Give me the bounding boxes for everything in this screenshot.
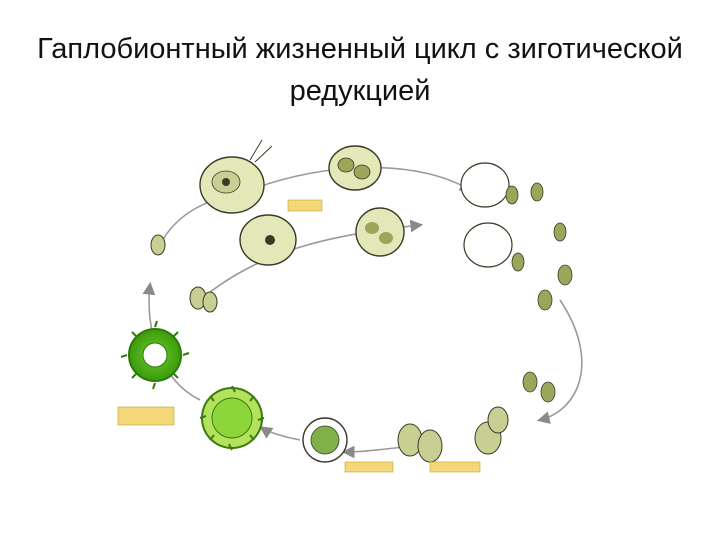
cycle-arrow-right (536, 299, 583, 424)
slide-title-line-2: редукцией (289, 75, 431, 107)
zygote (302, 417, 348, 463)
dividing-cell-top (328, 145, 382, 191)
label-box-bottom-mid (344, 461, 394, 473)
label-boxes (117, 199, 481, 473)
slide-title-line-1: Гаплобионтный жизненный цикл с зиготичес… (37, 33, 683, 65)
meiosis-zygote (120, 320, 190, 390)
vegetative-cell-top-left (199, 139, 273, 214)
label-box-top (287, 199, 323, 212)
slide-title: Гаплобионтный жизненный цикл с зиготичес… (0, 28, 720, 112)
mature-zygote (199, 385, 265, 451)
label-box-bottom-right (429, 461, 481, 473)
dividing-cell-mid (355, 207, 405, 257)
fusing-gametes (397, 406, 509, 463)
zoospores-left (150, 234, 218, 313)
gamete-release-upper (460, 162, 544, 208)
gamete-release-lower (463, 222, 567, 272)
cycle-arrow-bottom-left (259, 426, 301, 441)
vegetative-cell-mid (239, 214, 297, 266)
label-box-left (117, 406, 175, 426)
free-gametes (522, 264, 573, 403)
